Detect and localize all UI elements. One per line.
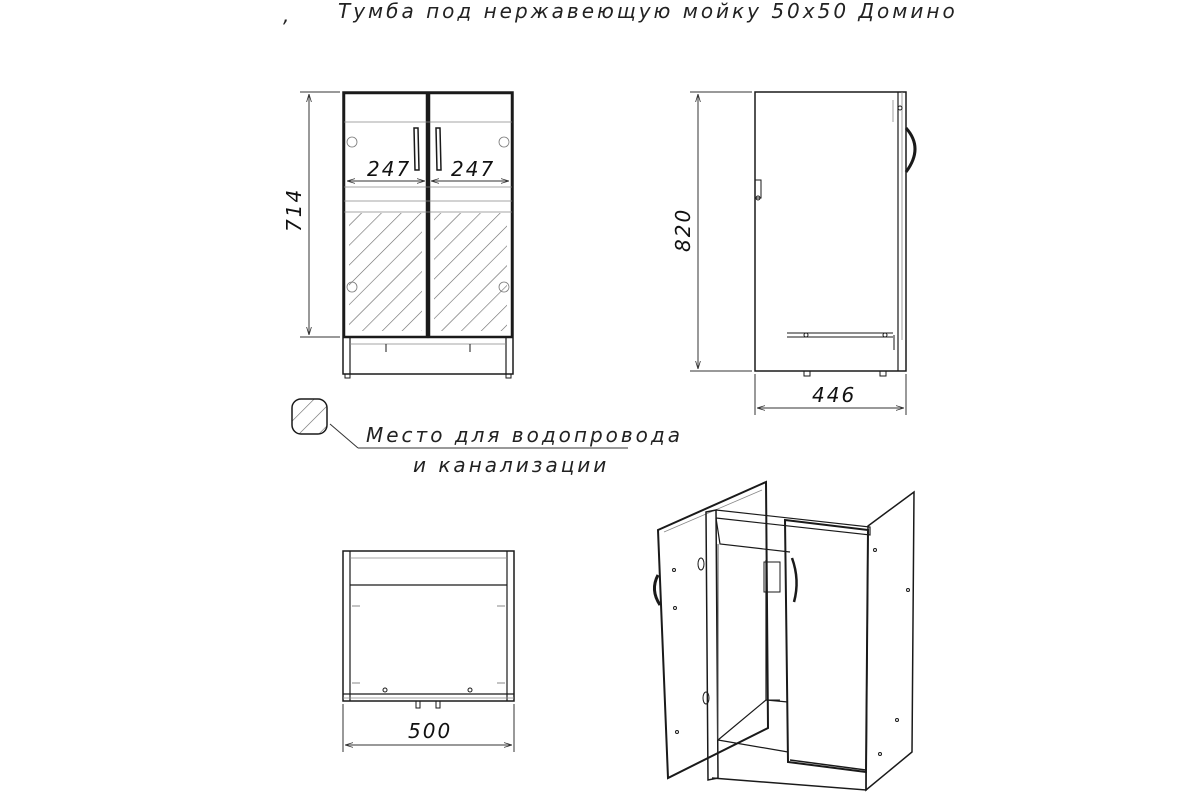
left-handle — [413, 127, 420, 171]
top-view — [342, 550, 515, 709]
right-handle — [435, 127, 442, 171]
side-height-dimension — [690, 91, 752, 372]
front-height-dimension — [300, 91, 340, 338]
depth-dimension — [754, 374, 907, 415]
door-width-left-label: 247 — [367, 157, 411, 181]
depth-label: 446 — [812, 383, 856, 407]
door-width-right-label: 247 — [451, 157, 495, 181]
corner-mark: , — [283, 3, 292, 27]
front-height-label: 714 — [282, 188, 306, 232]
legend-line-1: Место для водопровода — [366, 423, 683, 447]
legend-symbol — [291, 398, 328, 435]
front-view — [342, 91, 514, 379]
isometric-view — [653, 480, 915, 792]
legend-leader — [329, 423, 628, 449]
side-height-label: 820 — [671, 208, 695, 252]
width-dimension — [342, 704, 515, 752]
width-label: 500 — [408, 719, 452, 743]
plumbing-zone-hatch — [349, 213, 422, 331]
drawing-title: Тумба под нержавеющую мойку 50х50 Домино — [338, 0, 958, 23]
side-view — [754, 91, 917, 377]
legend-line-2: и канализации — [413, 453, 609, 477]
